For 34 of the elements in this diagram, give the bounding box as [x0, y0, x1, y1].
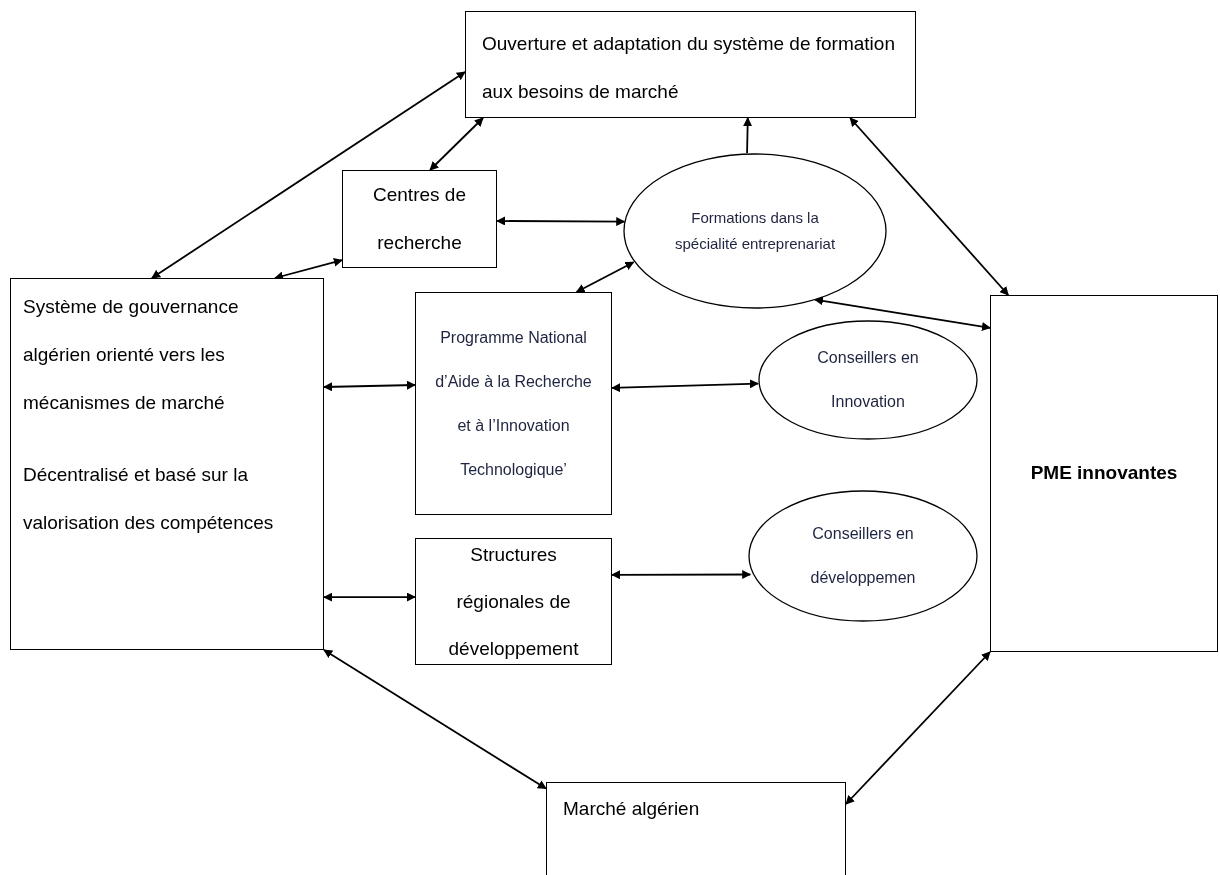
process-box: [10, 278, 324, 650]
process-ellipse: [623, 153, 887, 309]
node-text: PME innovantes: [1030, 461, 1178, 486]
node-text: Décentralisé et basé sur la valorisation des compétences: [23, 463, 275, 535]
process-box: [415, 538, 612, 665]
node-text: Conseillers en développemen: [809, 524, 917, 588]
arrow: [845, 651, 991, 805]
arrow: [323, 592, 416, 602]
arrow: [151, 71, 466, 279]
process-box: [342, 170, 497, 268]
node-text: Marché algérien: [563, 797, 700, 821]
arrow: [743, 117, 753, 154]
arrow: [611, 570, 752, 580]
arrow: [323, 380, 416, 392]
arrow: [429, 117, 484, 171]
process-ellipse: [748, 490, 978, 622]
arrow: [611, 379, 759, 393]
process-ellipse: [758, 320, 978, 440]
node-text: Conseillers en Innovation: [816, 348, 920, 412]
process-box: [465, 11, 916, 118]
arrow: [849, 117, 1010, 296]
process-box: [990, 295, 1218, 652]
node-text: Formations dans la spécialité entreprenariat: [673, 208, 837, 254]
arrow: [323, 649, 547, 790]
node-text: Système de gouvernance algérien orienté vers les mécanismes de marché: [23, 295, 240, 415]
node-text: Structures régionales de développement: [447, 543, 580, 661]
process-box: [415, 292, 612, 515]
node-text: Programme National d’Aide à la Recherche et à l’Innovation Technologique’: [434, 327, 593, 480]
node-text: Ouverture et adaptation du système de formation aux besoins de marché: [482, 32, 896, 104]
node-text: Centres de recherche: [372, 183, 467, 255]
arrow: [496, 216, 626, 227]
arrow: [575, 261, 635, 293]
process-box: [546, 782, 846, 875]
arrow: [814, 296, 991, 331]
